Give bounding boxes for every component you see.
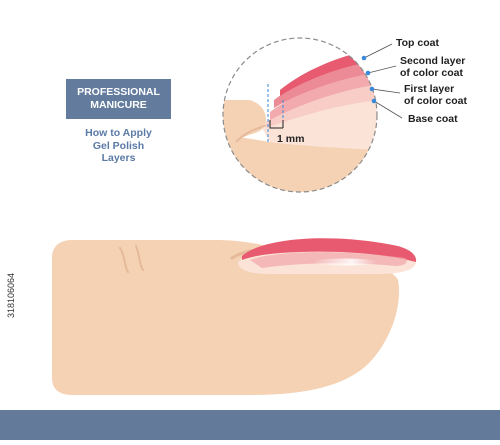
pointer-dot-first-layer (369, 86, 375, 92)
zoom-detail (222, 37, 378, 193)
knuckle-creases (119, 245, 144, 273)
subtitle: How to Apply Gel Polish Layers (60, 127, 177, 165)
nail (238, 238, 417, 274)
layer-pointers (361, 43, 403, 119)
title-badge: PROFESSIONAL MANICURE (66, 79, 171, 119)
subtitle-line-2: Gel Polish (92, 139, 145, 152)
bottom-bar (0, 410, 500, 440)
layer-base-coat (266, 78, 377, 128)
label-top-coat: Top coat (396, 37, 439, 49)
layer-first-color (270, 66, 377, 120)
measurement-label: 1 mm (277, 133, 305, 145)
measure-bracket (269, 120, 283, 129)
subtitle-line-3: Layers (101, 152, 136, 164)
nail-polish (242, 238, 417, 262)
zoom-border (222, 37, 378, 193)
pointer-dot-top-coat (361, 55, 367, 61)
stock-id: 318106064 (6, 272, 16, 318)
subtitle-line-1: How to Apply (85, 127, 152, 139)
finger-body (52, 240, 400, 395)
pointer-dot-second-layer (365, 70, 371, 76)
label-second-layer: Second layer of color coat (400, 55, 466, 79)
pointer-dot-base-coat (371, 98, 377, 104)
layer-second-color (274, 56, 377, 108)
title-line-2: MANICURE (90, 99, 147, 111)
title-line-1: PROFESSIONAL (77, 86, 160, 98)
label-base-coat: Base coat (408, 113, 458, 125)
label-first-layer: First layer of color coat (404, 83, 468, 107)
nail-shine (313, 258, 377, 266)
